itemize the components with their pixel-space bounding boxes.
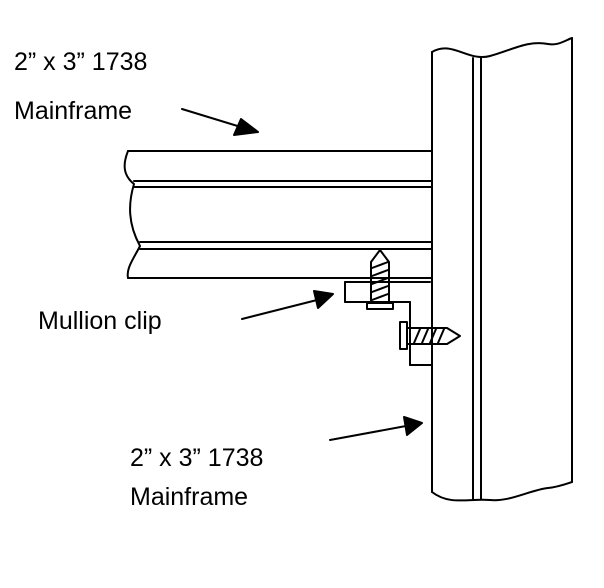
horizontal-screw-thread bbox=[429, 328, 437, 344]
horizontal-screw-thread bbox=[413, 328, 421, 344]
horizontal-mainframe bbox=[123, 150, 433, 279]
arrow-mullion-clip-head bbox=[313, 290, 334, 309]
vertical-screw-head bbox=[366, 302, 394, 310]
vertical-screw-thread bbox=[371, 269, 389, 277]
vertical-mainframe bbox=[431, 37, 573, 502]
bottom-mainframe-size-label: 2” x 3” 1738 bbox=[130, 444, 264, 472]
bottom-mainframe-name-label: Mainframe bbox=[130, 483, 249, 511]
vertical-mainframe-bottom-break bbox=[431, 481, 573, 502]
arrow-mullion-clip-line bbox=[241, 299, 318, 320]
top-mainframe-name-label: Mainframe bbox=[14, 97, 133, 125]
arrow-top-mainframe-head bbox=[233, 118, 259, 136]
horizontal-screw-shank bbox=[406, 327, 461, 345]
horizontal-screw bbox=[399, 321, 461, 350]
vertical-screw-shank bbox=[370, 249, 390, 304]
arrow-top-mainframe-line bbox=[181, 108, 245, 129]
horizontal-screw-head bbox=[399, 321, 408, 350]
horizontal-screw-thread bbox=[421, 328, 429, 344]
horizontal-screw-thread bbox=[437, 328, 445, 344]
vertical-mainframe-top-break bbox=[431, 37, 573, 59]
horizontal-mainframe-break bbox=[123, 150, 141, 279]
mullion-clip-label: Mullion clip bbox=[38, 307, 162, 335]
vertical-screw bbox=[366, 249, 394, 310]
vertical-screw-thread bbox=[371, 285, 389, 293]
vertical-screw-thread bbox=[371, 293, 389, 301]
vertical-screw-thread bbox=[371, 277, 389, 285]
arrow-bottom-mainframe-head bbox=[403, 416, 423, 436]
top-mainframe-size-label: 2” x 3” 1738 bbox=[14, 48, 148, 76]
leader-arrows bbox=[181, 108, 423, 441]
arrow-bottom-mainframe-line bbox=[329, 425, 407, 441]
vertical-screw-thread bbox=[371, 261, 389, 269]
